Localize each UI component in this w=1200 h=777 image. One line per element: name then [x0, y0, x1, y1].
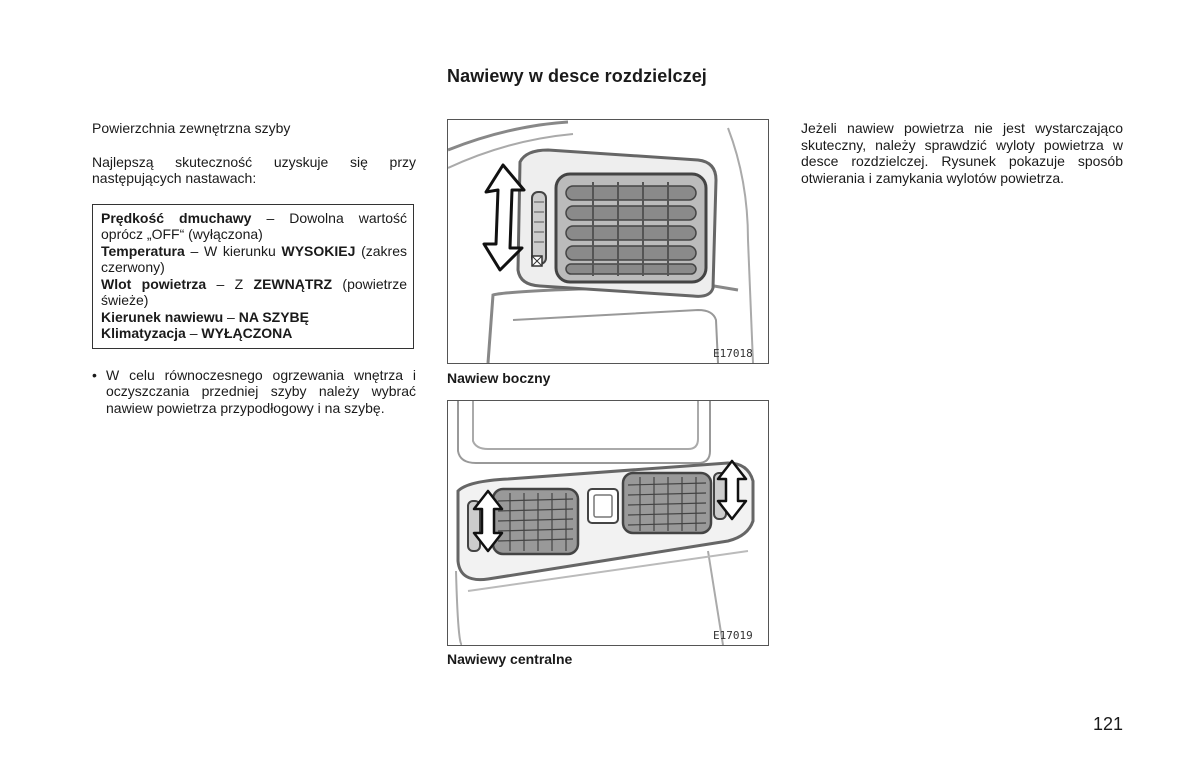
section-heading: Powierzchnia zewnętrzna szyby: [92, 120, 291, 136]
center-vent-figure: E17019: [447, 400, 769, 646]
setting-temperature: Temperatura – W kierunku WYSOKIEJ (zakre…: [101, 242, 407, 276]
setting-direction: Kierunek nawiewu – NA SZYBĘ: [101, 308, 310, 325]
bullet-item: • W celu równoczesnego ogrzewania wnętrz…: [92, 367, 416, 417]
setting-fan: Prędkość dmuchawy – Dowolna wartość opró…: [101, 209, 407, 243]
page-title: Nawiewy w desce rozdzielczej: [447, 66, 707, 86]
bullet-text: W celu równoczesnego ogrzewania wnętrza …: [106, 366, 416, 416]
page-number: 121: [1093, 714, 1124, 734]
side-vent-illustration: E17018: [448, 120, 754, 363]
center-vent-caption: Nawiewy centralne: [447, 651, 573, 667]
right-column-text: Jeżeli nawiew powietrza nie jest wystarc…: [801, 120, 1123, 186]
left-column: Powierzchnia zewnętrzna szyby Najlepszą …: [92, 120, 416, 416]
setting-inlet: Wlot powietrza – Z ZEWNĄTRZ (powietrze ś…: [101, 275, 407, 309]
figure-code-side: E17018: [713, 347, 753, 360]
side-vent-figure: E17018: [447, 119, 769, 364]
settings-box: Prędkość dmuchawy – Dowolna wartość opró…: [92, 203, 414, 349]
side-vent-caption: Nawiew boczny: [447, 370, 551, 386]
center-vent-illustration: E17019: [455, 401, 755, 645]
figure-code-center: E17019: [713, 629, 753, 642]
intro-paragraph: Najlepszą skuteczność uzyskuje się przy …: [92, 153, 416, 187]
setting-ac: Klimatyzacja – WYŁĄCZONA: [101, 325, 293, 341]
bullet-icon: •: [92, 366, 97, 383]
